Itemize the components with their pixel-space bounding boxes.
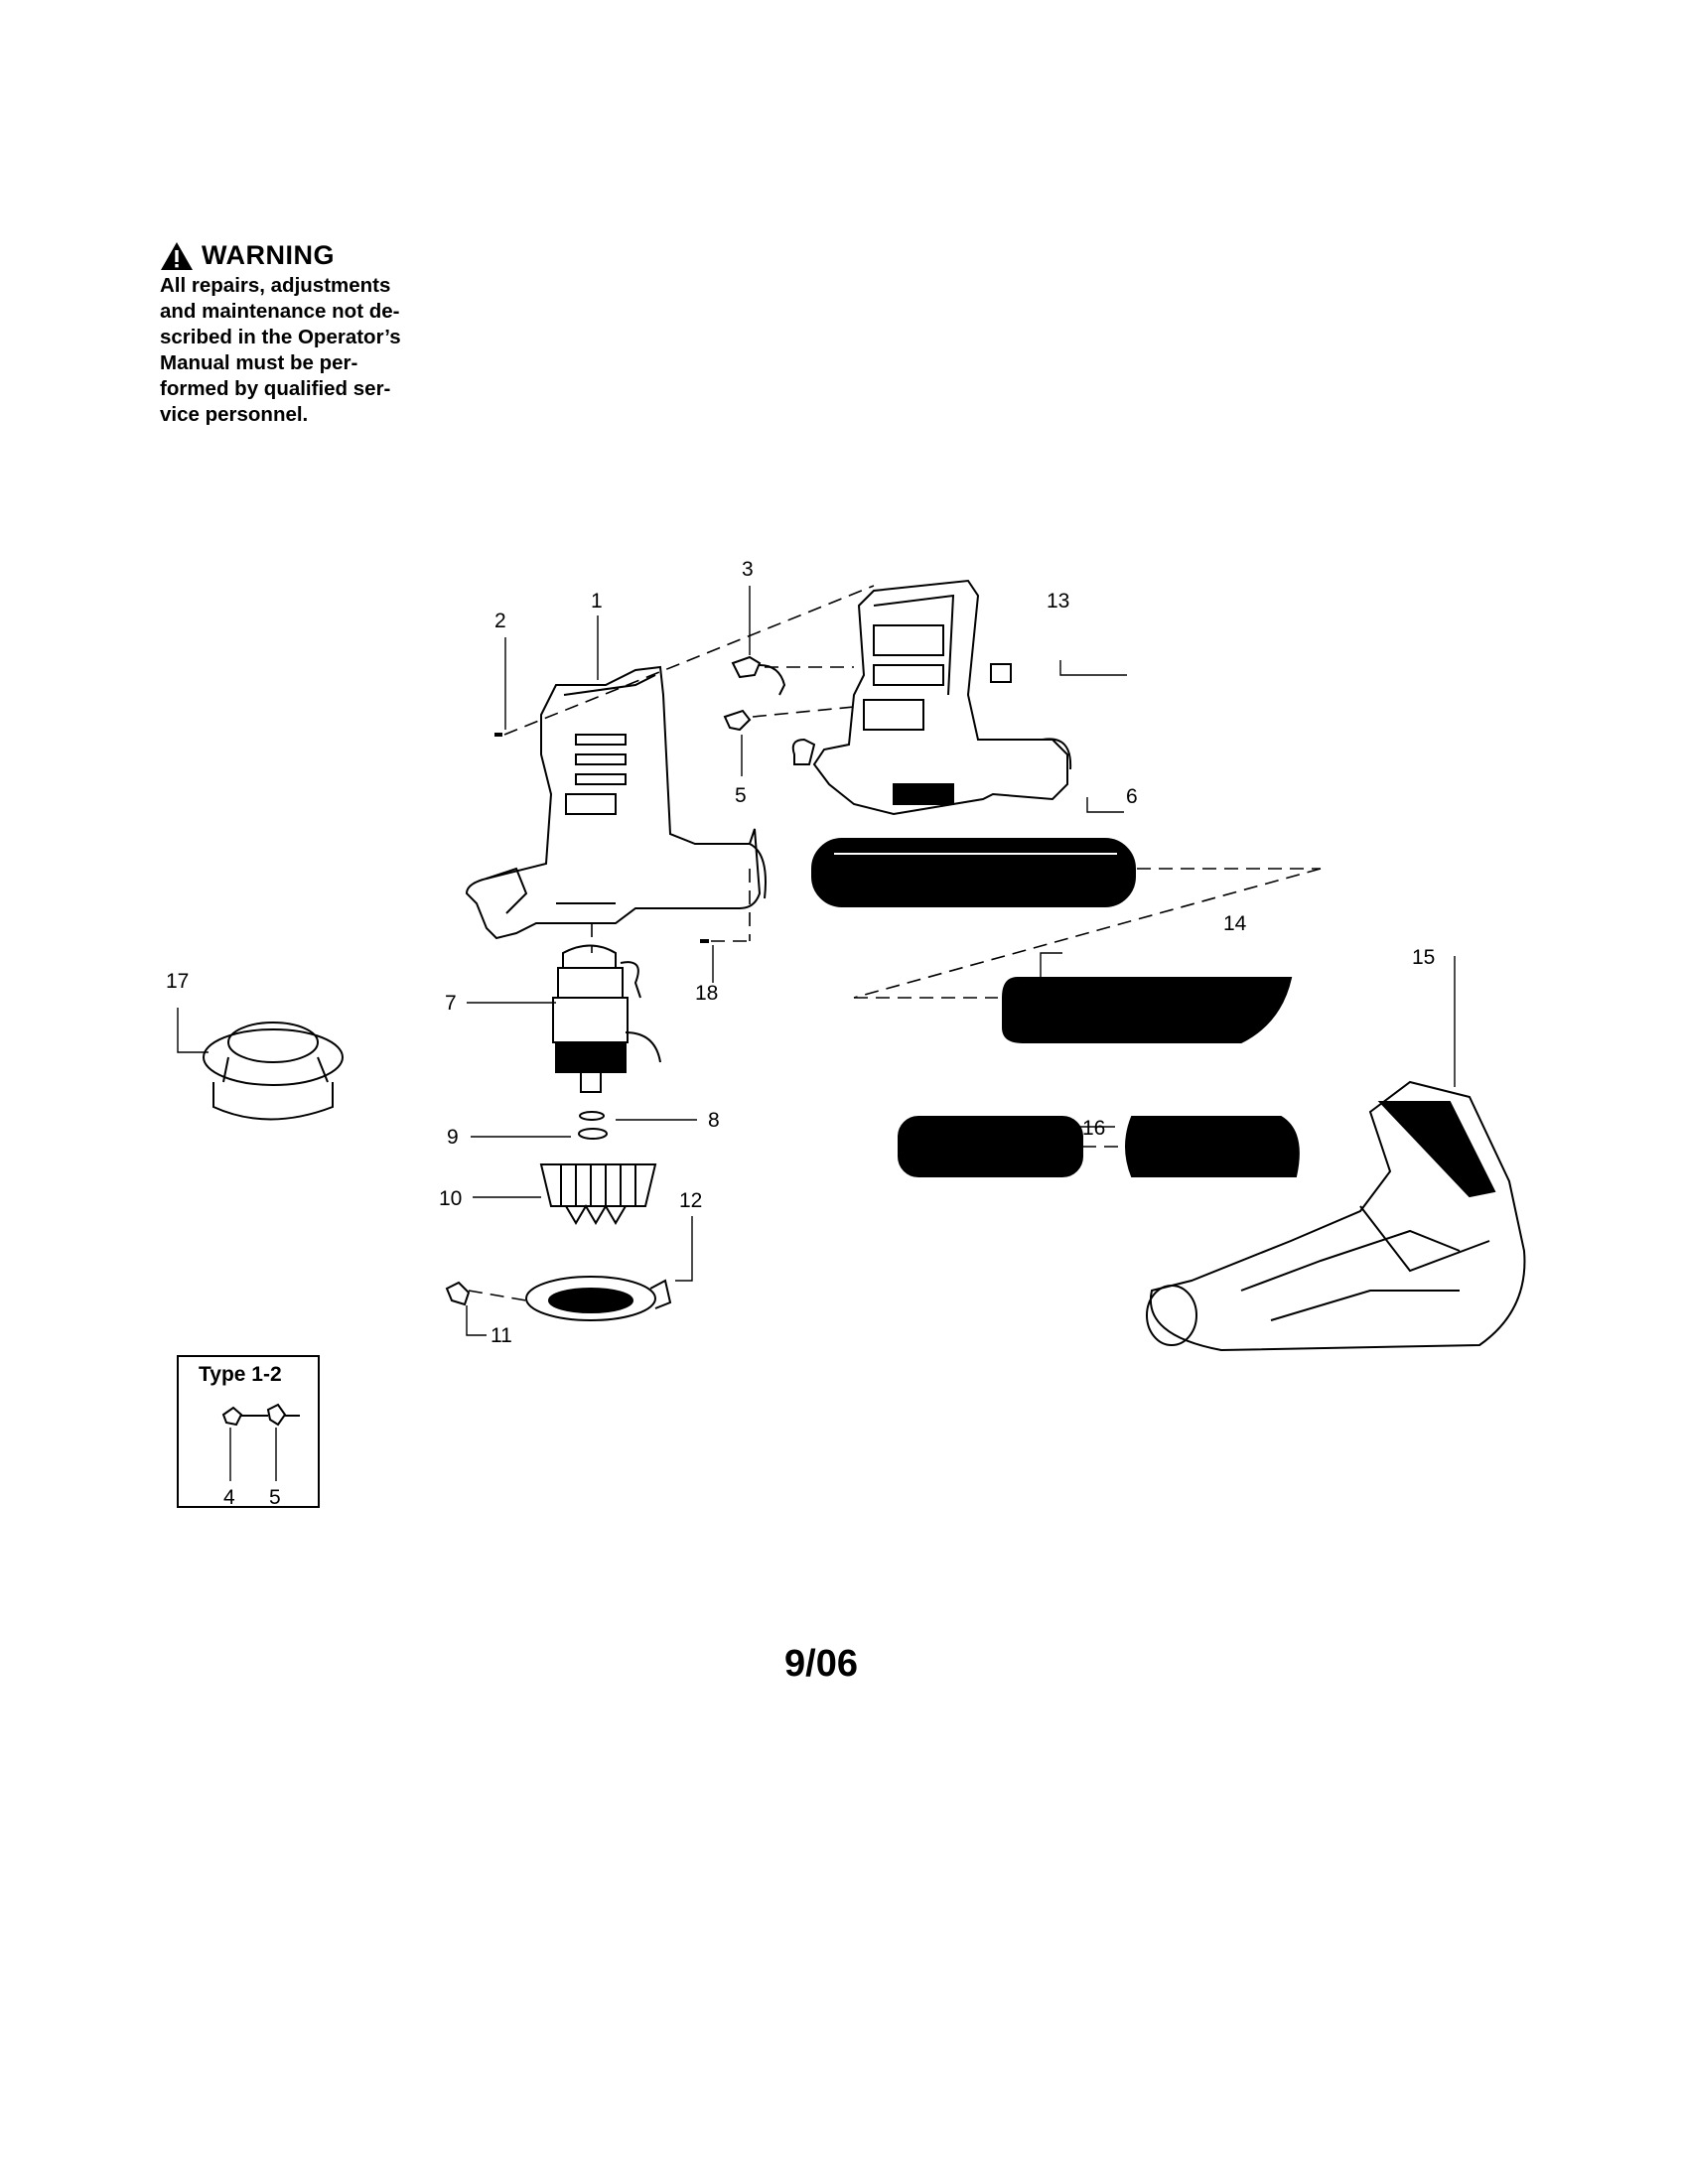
warning-notice: WARNING All repairs, adjustments and mai…	[160, 240, 450, 428]
warning-line: formed by qualified ser-	[160, 377, 391, 400]
callout-14: 14	[1223, 912, 1247, 935]
callout-4-inset: 4	[223, 1486, 235, 1509]
housing-left-drawing	[465, 665, 767, 940]
adapter-17-drawing	[203, 1022, 344, 1121]
callout-3: 3	[742, 558, 754, 581]
washer-9-drawing	[578, 1128, 608, 1140]
part-13-square	[990, 663, 1012, 683]
warning-body: All repairs, adjustments and maintenance…	[160, 273, 450, 428]
callout-6: 6	[1126, 785, 1138, 808]
tube-16a-drawing	[898, 1116, 1083, 1177]
warning-line: scribed in the Operator’s	[160, 326, 401, 348]
warning-title: WARNING	[202, 240, 335, 270]
callout-5: 5	[735, 784, 747, 807]
callout-15: 15	[1412, 946, 1435, 969]
callout-5-inset: 5	[269, 1486, 281, 1509]
nozzle-14-drawing	[1002, 977, 1293, 1043]
motor-drawing	[552, 944, 661, 1093]
fan-drawing	[539, 1163, 657, 1225]
warning-heading: WARNING	[160, 240, 450, 271]
callout-7: 7	[445, 992, 457, 1015]
warning-line: vice personnel.	[160, 403, 309, 426]
housing-right-drawing	[791, 579, 1072, 816]
callout-16: 16	[1082, 1117, 1105, 1140]
type-variant-box: Type 1-2	[177, 1355, 320, 1508]
revision-date: 9/06	[784, 1643, 858, 1685]
projection-lines	[468, 585, 1322, 1301]
callout-1: 1	[591, 590, 603, 613]
callout-11: 11	[491, 1324, 512, 1347]
callout-10: 10	[439, 1187, 462, 1210]
callout-12: 12	[679, 1189, 702, 1212]
warning-line: and maintenance not de-	[160, 300, 400, 323]
warning-line: Manual must be per-	[160, 351, 358, 374]
bag-15-drawing	[1146, 1080, 1526, 1352]
washer-8-drawing	[579, 1111, 605, 1121]
callout-18: 18	[695, 982, 718, 1005]
callout-2: 2	[494, 610, 506, 632]
tube-16b-drawing	[1125, 1116, 1300, 1177]
callout-8: 8	[708, 1109, 720, 1132]
switch-parts-drawing	[723, 655, 786, 732]
clip-11-drawing	[445, 1281, 471, 1306]
type-variant-title: Type 1-2	[199, 1363, 282, 1386]
cover-drawing	[525, 1276, 672, 1321]
tube-6-drawing	[811, 838, 1136, 907]
warning-line: All repairs, adjustments	[160, 274, 391, 297]
callout-9: 9	[447, 1126, 459, 1149]
callout-17: 17	[166, 970, 189, 993]
warning-triangle-icon	[161, 241, 193, 270]
leader-lines	[177, 586, 1456, 1481]
callout-13: 13	[1047, 590, 1069, 613]
type-inset-drawing	[221, 1403, 300, 1427]
